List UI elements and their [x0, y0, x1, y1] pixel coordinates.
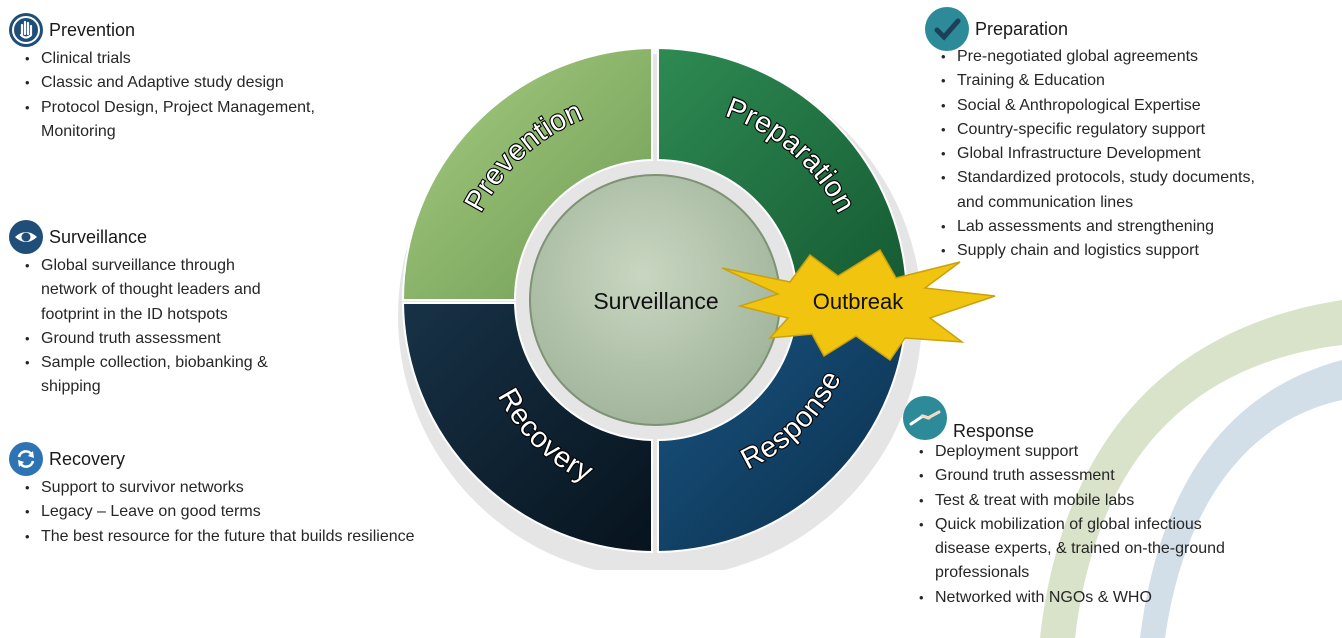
list-item: Global Infrastructure Development: [925, 142, 1255, 167]
list-item: Lab assessments and strengthening: [925, 215, 1255, 240]
response-title: Response: [953, 421, 1035, 441]
checkmark-icon: [925, 7, 969, 51]
recovery-block: Recovery Support to survivor networksLeg…: [9, 442, 415, 549]
list-item: Support to survivor networks: [9, 476, 415, 501]
list-item: Country-specific regulatory support: [925, 118, 1255, 143]
list-item: Protocol Design, Project Management,Moni…: [9, 96, 315, 145]
list-item: Classic and Adaptive study design: [9, 71, 315, 96]
list-item: Legacy – Leave on good terms: [9, 500, 415, 525]
outbreak-label: Outbreak: [813, 289, 904, 314]
outbreak-starburst: [721, 248, 996, 362]
list-item: Pre-negotiated global agreements: [925, 45, 1255, 70]
list-item: Networked with NGOs & WHO: [903, 586, 1225, 611]
response-block: Response Deployment supportGround truth …: [903, 393, 1225, 610]
segment-response: [657, 302, 909, 554]
preparation-title: Preparation: [975, 18, 1069, 39]
segment-recovery: [401, 302, 653, 554]
list-item: Clinical trials: [9, 47, 315, 72]
prevention-block: Prevention Clinical trialsClassic and Ad…: [9, 13, 315, 144]
list-item: Quick mobilization of global infectiousd…: [903, 513, 1225, 586]
list-item: Deployment support: [903, 440, 1225, 465]
list-item: Ground truth assessment: [9, 327, 268, 352]
list-item: Standardized protocols, study documents,…: [925, 166, 1255, 215]
recovery-list: Support to survivor networksLegacy – Lea…: [9, 476, 415, 549]
prevention-list: Clinical trialsClassic and Adaptive stud…: [9, 47, 315, 144]
surveillance-title: Surveillance: [49, 226, 148, 247]
response-list: Deployment supportGround truth assessmen…: [903, 440, 1225, 610]
recovery-title: Recovery: [49, 448, 126, 469]
list-item: Sample collection, biobanking &shipping: [9, 351, 268, 400]
preparation-list: Pre-negotiated global agreementsTraining…: [925, 45, 1255, 264]
cycle-diagram: Prevention Preparation Response Recovery…: [398, 46, 996, 570]
eye-icon: [9, 220, 43, 254]
segment-prevention: [401, 46, 653, 301]
preparation-block: Preparation Pre-negotiated global agreem…: [925, 7, 1255, 264]
list-item: Social & Anthropological Expertise: [925, 94, 1255, 119]
list-item: Training & Education: [925, 69, 1255, 94]
surveillance-block: Surveillance Global surveillance through…: [9, 220, 268, 400]
prevention-title: Prevention: [49, 19, 136, 40]
helping-hands-icon: [903, 395, 947, 440]
refresh-icon: [9, 442, 43, 476]
list-item: The best resource for the future that bu…: [9, 525, 415, 550]
center-label: Surveillance: [593, 288, 718, 314]
list-item: Ground truth assessment: [903, 464, 1225, 489]
hand-stop-icon: [9, 13, 43, 47]
segment-preparation: [657, 46, 909, 298]
list-item: Supply chain and logistics support: [925, 239, 1255, 264]
list-item: Test & treat with mobile labs: [903, 489, 1225, 514]
